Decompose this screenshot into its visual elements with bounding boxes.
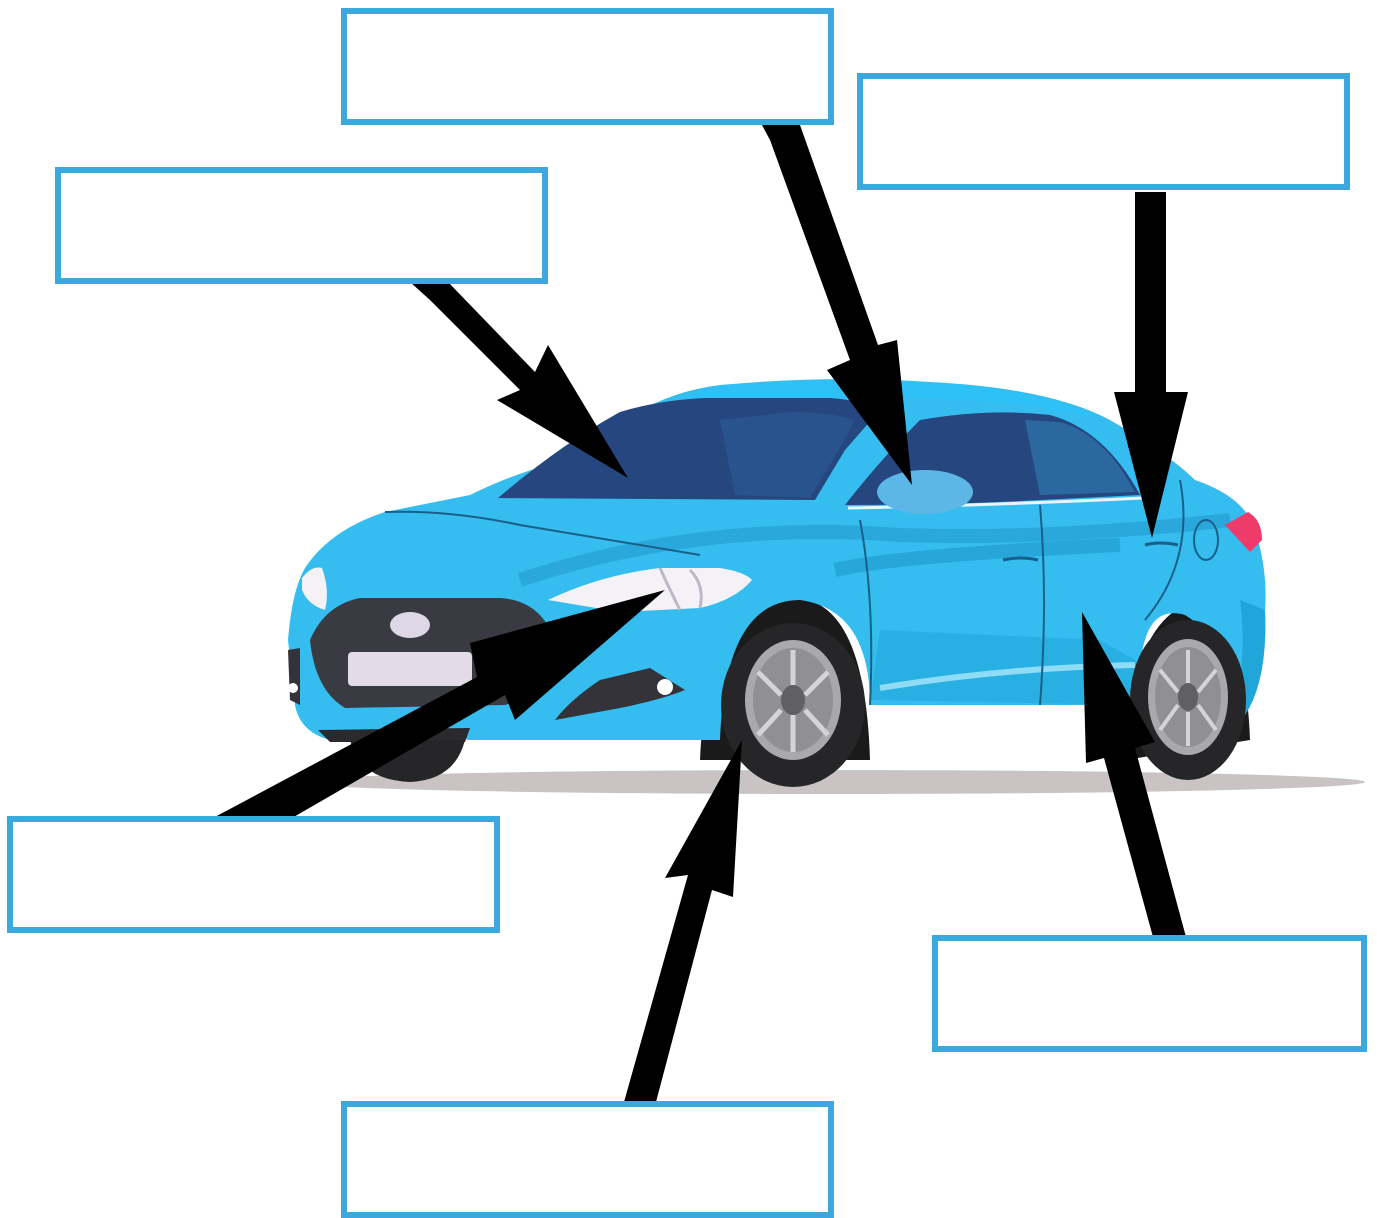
arrow-wheel: [624, 740, 742, 1102]
rear-wheel: [1130, 620, 1246, 780]
tail-light: [1225, 512, 1262, 552]
door-handle-front: [1002, 556, 1039, 562]
arrows: [213, 125, 1188, 1102]
label-box-door[interactable]: [932, 935, 1367, 1052]
arrow-headlight: [213, 590, 665, 818]
arrow-side-mirror: [762, 125, 912, 485]
label-box-door-handle[interactable]: [857, 73, 1350, 190]
arrow-door: [1082, 612, 1186, 937]
side-mirror: [877, 470, 973, 514]
headlight-left: [302, 567, 327, 610]
label-box-headlight[interactable]: [7, 816, 500, 933]
front-wheel: [721, 623, 865, 787]
arrow-windshield: [410, 282, 628, 478]
label-box-side-mirror[interactable]: [341, 8, 834, 125]
badge: [390, 612, 430, 638]
arrow-door-handle: [1114, 192, 1188, 538]
label-box-windshield[interactable]: [55, 167, 548, 284]
label-box-wheel[interactable]: [341, 1101, 834, 1218]
door-handle-rear: [1144, 541, 1179, 547]
license-plate: [348, 652, 472, 686]
car: [288, 379, 1266, 787]
ground-shadow: [295, 770, 1365, 794]
